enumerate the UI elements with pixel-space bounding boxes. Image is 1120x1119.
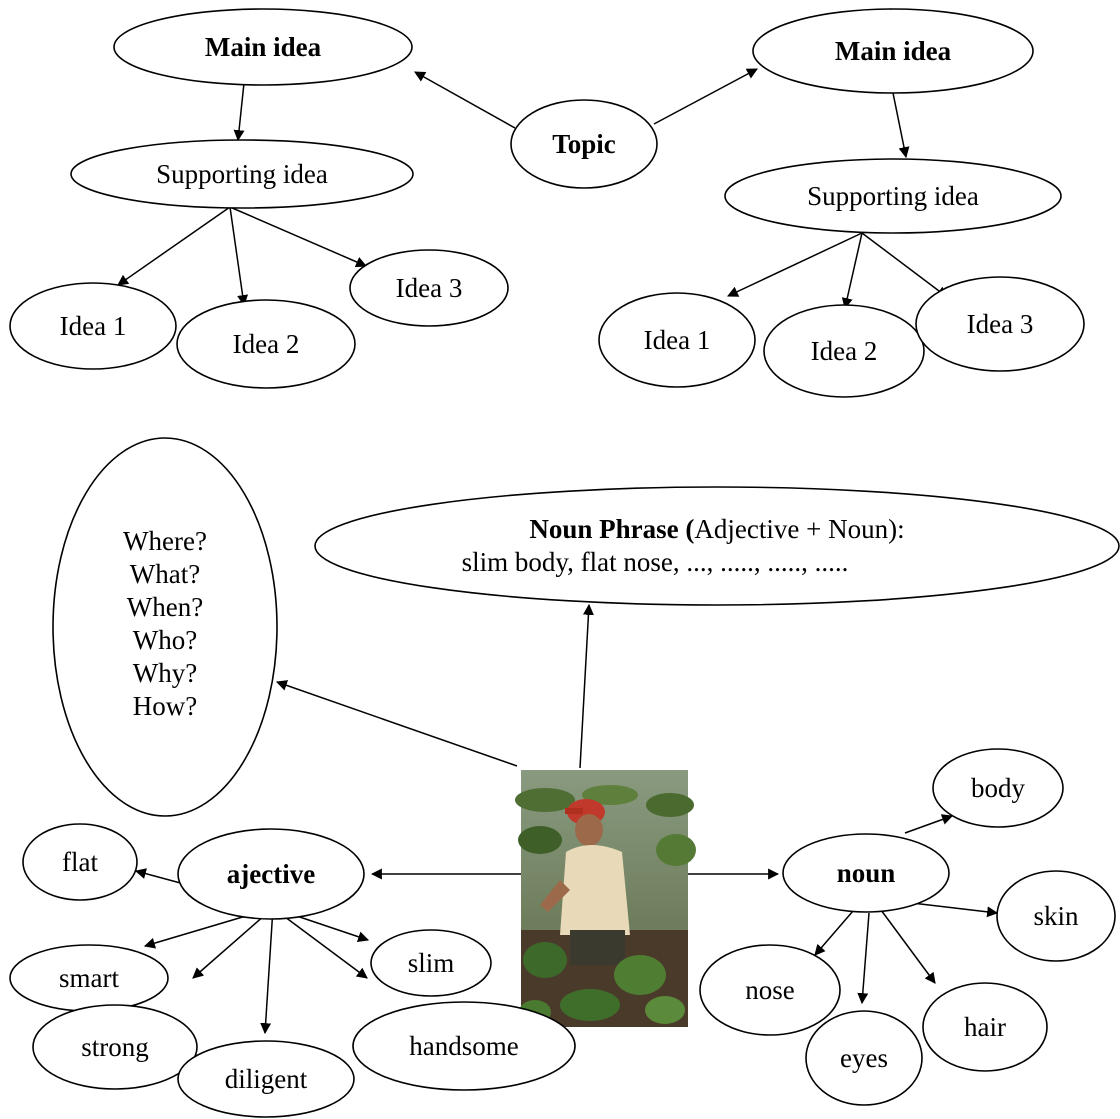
adj-diligent-node: diligent <box>177 1040 355 1118</box>
edge-supporting-right-to-idea3 <box>861 232 948 298</box>
edge-adj-to-diligent <box>260 907 274 1035</box>
idea-1-left-label: Idea 1 <box>60 311 127 341</box>
supporting-idea-right-label: Supporting idea <box>807 181 979 211</box>
question-why: Why? <box>133 658 197 688</box>
edge-supporting-left-to-idea2 <box>229 206 249 307</box>
noun-phrase-examples: slim body, flat nose, ..., ....., .....,… <box>462 547 849 577</box>
supporting-idea-left-node: Supporting idea <box>70 139 414 209</box>
edge-noun-to-nose <box>814 910 854 956</box>
edge-topic-to-main-left <box>414 71 516 129</box>
noun-phrase-title: Noun Phrase (Adjective + Noun): <box>529 514 904 544</box>
supporting-idea-right-node: Supporting idea <box>724 158 1062 234</box>
farmer-photo <box>515 770 696 1027</box>
idea-2-left-label: Idea 2 <box>233 329 300 359</box>
adj-strong-node: strong <box>32 1004 198 1090</box>
idea-3-right-label: Idea 3 <box>967 309 1034 339</box>
question-when: When? <box>127 592 203 622</box>
edge-photo-to-noun-phrase <box>579 603 594 769</box>
edge-supporting-right-to-idea2 <box>841 232 863 310</box>
noun-hair-node: hair <box>922 982 1048 1072</box>
noun-body-label: body <box>971 773 1026 803</box>
question-how: How? <box>133 691 197 721</box>
adj-smart-label: smart <box>59 963 119 993</box>
adj-strong-label: strong <box>81 1032 149 1062</box>
edge-adj-to-strong <box>192 907 274 979</box>
main-idea-left-node: Main idea <box>113 8 413 86</box>
adj-handsome-node: handsome <box>352 1001 576 1091</box>
noun-skin-label: skin <box>1033 901 1079 931</box>
main-idea-left-label: Main idea <box>205 32 322 62</box>
questions-node: Where? What? When? Who? Why? How? <box>52 437 278 817</box>
question-who: Who? <box>133 625 197 655</box>
topic-label: Topic <box>552 129 616 159</box>
topic-node: Topic <box>510 99 658 189</box>
edge-noun-to-body <box>904 814 954 834</box>
noun-hair-label: hair <box>964 1012 1006 1042</box>
adj-flat-label: flat <box>62 847 98 877</box>
noun-skin-node: skin <box>996 870 1116 962</box>
edge-topic-to-main-right <box>653 68 758 125</box>
idea-2-right-label: Idea 2 <box>811 336 878 366</box>
edge-supporting-left-to-idea3 <box>229 206 368 268</box>
question-what: What? <box>130 559 200 589</box>
adj-slim-node: slim <box>370 929 492 997</box>
edge-supporting-right-to-idea1 <box>727 232 863 297</box>
adj-handsome-label: handsome <box>409 1031 518 1061</box>
noun-body-node: body <box>932 748 1064 828</box>
idea-3-right-node: Idea 3 <box>915 276 1085 372</box>
adj-slim-label: slim <box>408 948 455 978</box>
idea-1-left-node: Idea 1 <box>9 282 177 370</box>
idea-1-right-node: Idea 1 <box>598 292 756 388</box>
idea-3-left-node: Idea 3 <box>349 249 509 327</box>
edge-main-left-to-supporting <box>233 82 245 142</box>
question-where: Where? <box>123 526 207 556</box>
adjective-node: ajective <box>177 828 365 920</box>
edge-photo-to-questions <box>275 680 518 767</box>
noun-nose-label: nose <box>745 975 795 1005</box>
noun-phrase-title-bold: Noun Phrase ( <box>529 514 694 544</box>
noun-nose-node: nose <box>699 944 841 1036</box>
noun-eyes-node: eyes <box>805 1010 923 1106</box>
edge-main-right-to-supporting <box>892 92 910 159</box>
adj-flat-node: flat <box>22 823 138 901</box>
idea-1-right-label: Idea 1 <box>644 325 711 355</box>
noun-phrase-node: Noun Phrase (Adjective + Noun): slim bod… <box>314 486 1120 606</box>
idea-2-left-node: Idea 2 <box>176 299 356 389</box>
noun-eyes-label: eyes <box>840 1043 888 1073</box>
noun-phrase-title-rest: Adjective + Noun): <box>694 514 904 544</box>
idea-3-left-label: Idea 3 <box>396 273 463 303</box>
edge-noun-to-skin <box>911 902 999 918</box>
main-idea-right-node: Main idea <box>752 8 1034 94</box>
idea-2-right-node: Idea 2 <box>763 304 925 398</box>
edge-noun-to-eyes <box>857 912 870 1005</box>
adjective-label: ajective <box>227 859 315 889</box>
adj-diligent-label: diligent <box>225 1064 308 1094</box>
noun-node: noun <box>782 833 950 913</box>
edge-supporting-left-to-idea1 <box>117 206 231 286</box>
edge-noun-to-hair <box>880 909 936 984</box>
adj-smart-node: smart <box>9 944 169 1012</box>
supporting-idea-left-label: Supporting idea <box>156 159 328 189</box>
noun-label: noun <box>837 858 896 888</box>
edge-adj-to-handsome <box>272 907 368 979</box>
main-idea-right-label: Main idea <box>835 36 952 66</box>
edges <box>117 68 999 1035</box>
